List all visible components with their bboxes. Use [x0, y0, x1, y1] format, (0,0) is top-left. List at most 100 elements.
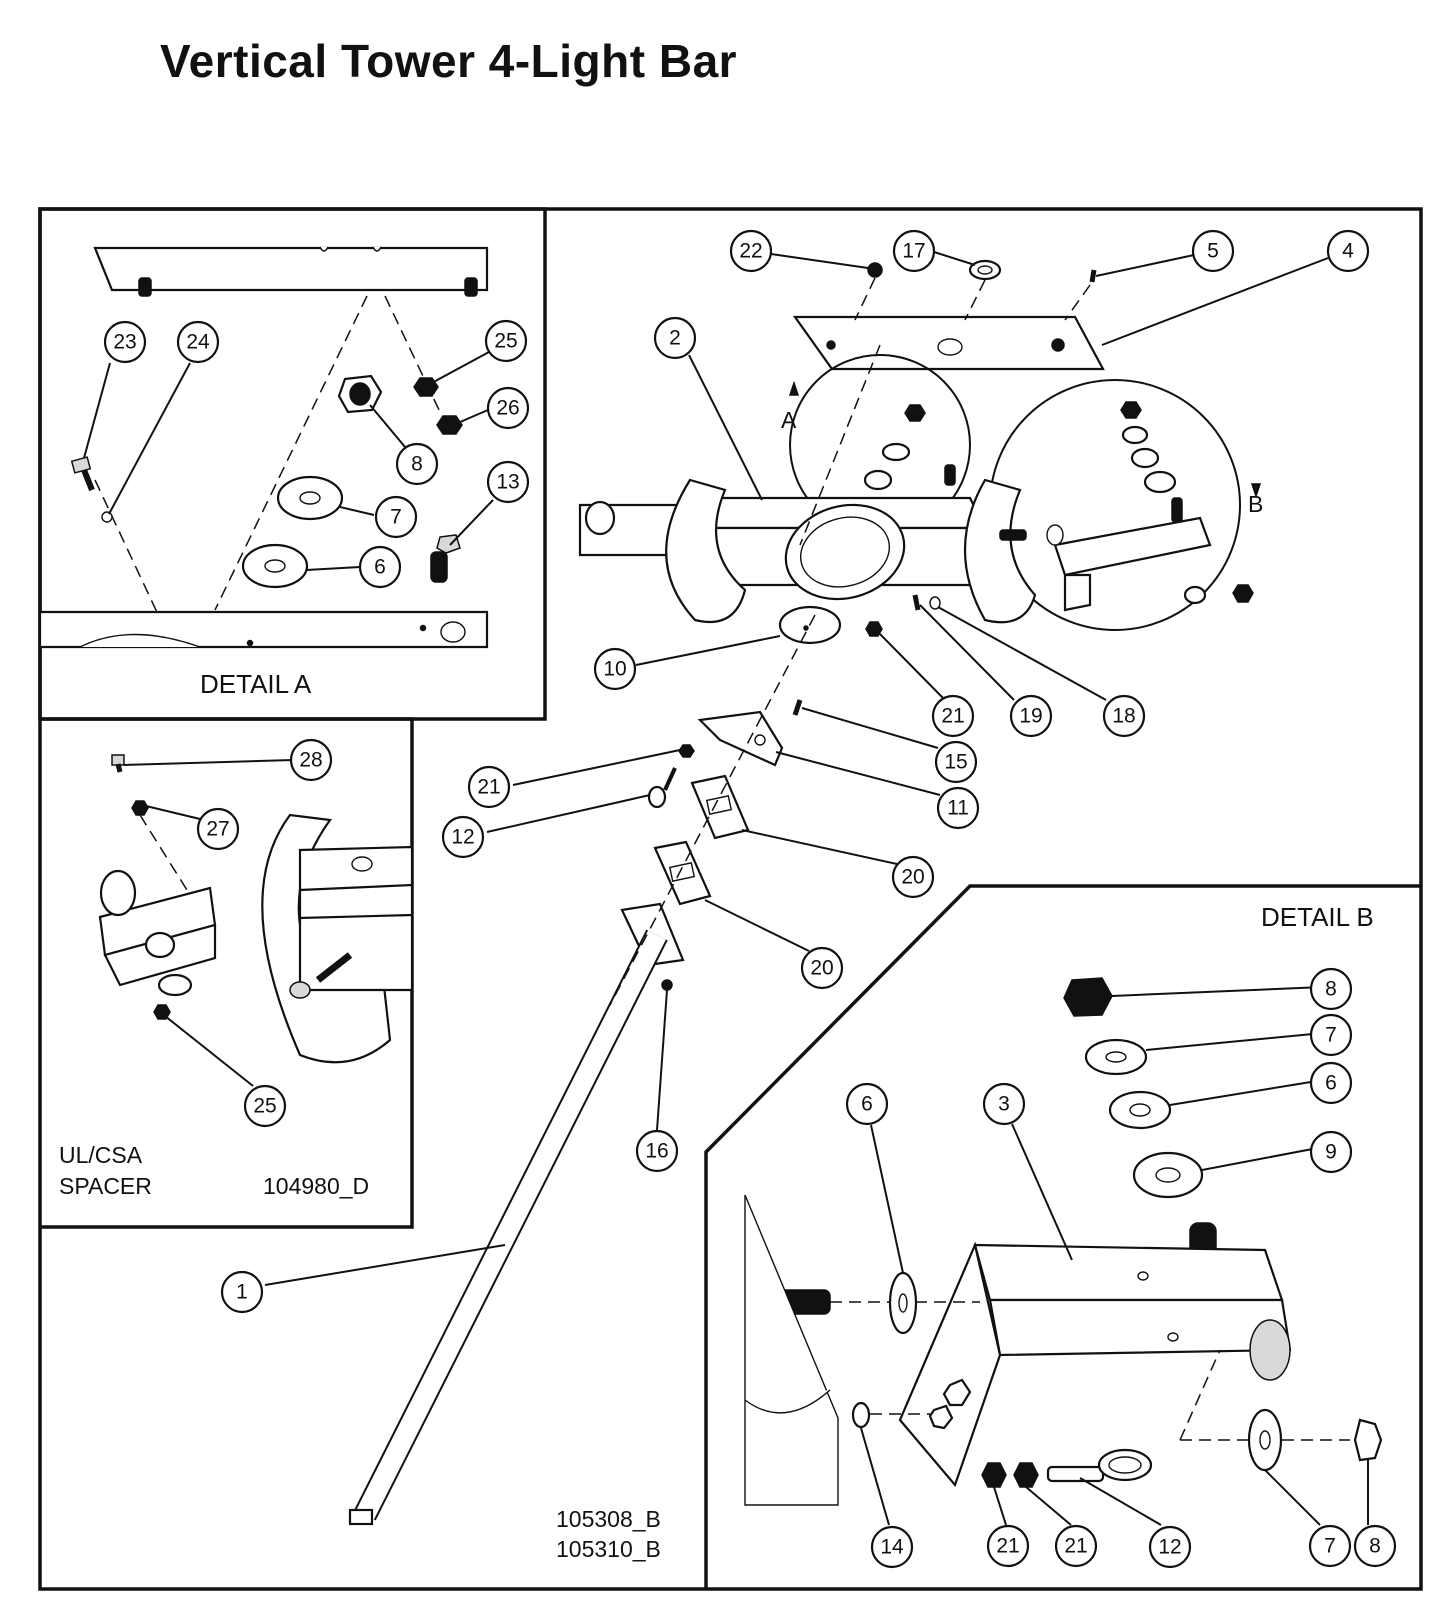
spacer-drawing-number: 104980_D [263, 1173, 369, 1199]
svg-text:20: 20 [810, 957, 833, 980]
drawing-number-2: 105310_B [556, 1536, 661, 1562]
callout-20: 20 [891, 855, 935, 899]
svg-text:12: 12 [451, 826, 474, 849]
svg-text:25: 25 [494, 330, 517, 353]
callout-a-7: 7 [374, 495, 418, 539]
svg-text:13: 13 [496, 471, 519, 494]
svg-text:7: 7 [390, 506, 402, 529]
svg-text:6: 6 [861, 1093, 873, 1116]
detail-a-label: DETAIL A [200, 669, 312, 699]
callouts-detail-b: 8 7 6 9 6 3 14 21 21 12 7 8 [845, 967, 1397, 1569]
detail-b-label: DETAIL B [1261, 902, 1374, 932]
svg-text:21: 21 [477, 776, 500, 799]
callout-b-21b: 21 [1054, 1524, 1098, 1568]
svg-text:12: 12 [1158, 1536, 1181, 1559]
svg-text:6: 6 [374, 556, 386, 579]
callouts-main: 22 17 5 4 2 10 21 19 18 15 11 21 12 20 2… [220, 229, 1370, 1314]
spacer-label-line2: SPACER [59, 1173, 152, 1199]
section-letter-a: A [781, 407, 797, 433]
arrow-a-icon [788, 380, 800, 396]
svg-text:9: 9 [1325, 1141, 1337, 1164]
callout-b-3: 3 [982, 1082, 1026, 1126]
callout-b-21: 21 [986, 1524, 1030, 1568]
diagram-frames [38, 207, 1423, 1591]
svg-text:21: 21 [996, 1535, 1019, 1558]
arrow-b-icon [1250, 483, 1262, 499]
svg-text:7: 7 [1324, 1535, 1336, 1558]
callout-a-24: 24 [176, 320, 220, 364]
svg-text:24: 24 [186, 331, 210, 354]
svg-text:22: 22 [739, 240, 762, 263]
svg-text:21: 21 [941, 705, 964, 728]
svg-text:26: 26 [496, 397, 519, 420]
callout-a-8: 8 [395, 442, 439, 486]
svg-text:15: 15 [944, 751, 967, 774]
svg-text:3: 3 [998, 1093, 1010, 1116]
spacer-drawing [98, 754, 414, 1064]
callout-17: 17 [892, 229, 936, 273]
svg-text:5: 5 [1207, 240, 1219, 263]
callout-b-6: 6 [1309, 1061, 1353, 1105]
callout-18: 18 [1102, 694, 1146, 738]
section-letter-b: B [1248, 491, 1263, 517]
svg-text:11: 11 [947, 797, 969, 820]
callout-b-9: 9 [1309, 1130, 1353, 1174]
callout-b-6b: 6 [845, 1082, 889, 1126]
callout-s-27: 27 [196, 807, 240, 851]
svg-text:23: 23 [113, 331, 136, 354]
callout-s-28: 28 [289, 738, 333, 782]
svg-text:2: 2 [669, 327, 681, 350]
drawing-number-1: 105308_B [556, 1506, 661, 1532]
callout-a-6: 6 [358, 545, 402, 589]
svg-text:28: 28 [299, 749, 322, 772]
callout-12: 12 [441, 815, 485, 859]
callout-11: 11 [936, 786, 980, 830]
callout-s-25: 25 [243, 1084, 287, 1128]
callout-b-12: 12 [1148, 1525, 1192, 1569]
callout-22: 22 [729, 229, 773, 273]
spacer-label-line1: UL/CSA [59, 1142, 143, 1168]
callout-2: 2 [653, 316, 697, 360]
callout-20b: 20 [800, 946, 844, 990]
callout-16: 16 [635, 1129, 679, 1173]
main-assembly-drawing [348, 259, 1254, 1526]
callout-a-26: 26 [486, 386, 530, 430]
callout-b-7b: 7 [1308, 1524, 1352, 1568]
svg-text:19: 19 [1019, 705, 1042, 728]
svg-text:8: 8 [411, 453, 423, 476]
callout-1: 1 [220, 1270, 264, 1314]
page-title: Vertical Tower 4-Light Bar [160, 35, 738, 87]
svg-text:7: 7 [1325, 1024, 1337, 1047]
svg-text:8: 8 [1325, 978, 1337, 1001]
detail-b-drawing [744, 977, 1383, 1506]
detail-a-drawing [38, 246, 489, 649]
svg-text:1: 1 [236, 1281, 248, 1304]
svg-text:17: 17 [902, 240, 925, 263]
svg-text:16: 16 [645, 1140, 668, 1163]
svg-text:4: 4 [1342, 240, 1354, 263]
callout-5: 5 [1191, 229, 1235, 273]
callout-19: 19 [1009, 694, 1053, 738]
svg-text:6: 6 [1325, 1072, 1337, 1095]
svg-text:10: 10 [603, 658, 626, 681]
callout-a-23: 23 [103, 320, 147, 364]
callout-21b: 21 [467, 765, 511, 809]
leader-lines [83, 251, 1369, 1526]
callout-a-13: 13 [486, 460, 530, 504]
callouts-detail-a: 23 24 25 26 8 7 6 13 [103, 319, 530, 589]
svg-text:18: 18 [1112, 705, 1135, 728]
callout-b-14: 14 [870, 1525, 914, 1569]
svg-text:14: 14 [880, 1536, 904, 1559]
svg-text:27: 27 [206, 818, 229, 841]
svg-text:21: 21 [1064, 1535, 1087, 1558]
callout-10: 10 [593, 647, 637, 691]
callout-4: 4 [1326, 229, 1370, 273]
svg-text:20: 20 [901, 866, 924, 889]
callout-15: 15 [934, 740, 978, 784]
callout-b-8: 8 [1309, 967, 1353, 1011]
callout-21: 21 [931, 694, 975, 738]
callout-b-7: 7 [1309, 1013, 1353, 1057]
svg-text:25: 25 [253, 1095, 276, 1118]
svg-text:8: 8 [1369, 1535, 1381, 1558]
